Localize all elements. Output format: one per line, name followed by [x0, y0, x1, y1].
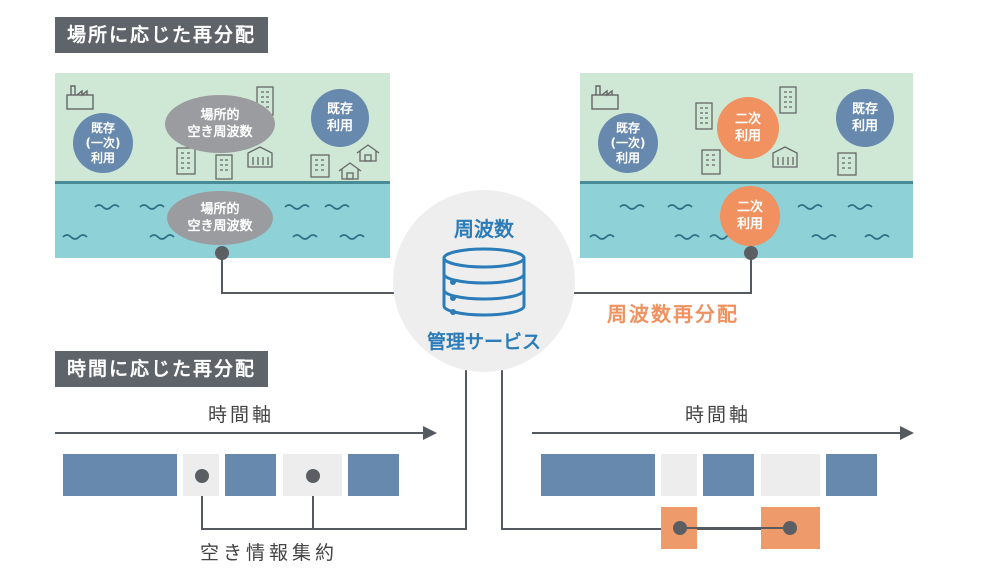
database-icon	[442, 247, 526, 317]
aggregation-label: 空き情報集約	[200, 542, 339, 564]
connector-line	[221, 258, 223, 294]
building-icon	[176, 147, 196, 175]
building-icon	[837, 152, 857, 176]
location-section-title: 場所に応じた再分配	[55, 17, 269, 53]
time-slot-free	[661, 454, 697, 496]
time-slot-free	[761, 454, 820, 496]
connection-dot	[744, 246, 758, 260]
connector-line	[679, 527, 791, 529]
connector-line	[465, 370, 467, 530]
time-slot-used	[348, 454, 399, 496]
office-building-icon	[247, 146, 273, 168]
time-slot-used	[225, 454, 276, 496]
connector-line	[570, 292, 752, 294]
existing-primary-use-bubble: 既存 (一次) 利用	[73, 113, 133, 173]
connector-line	[501, 370, 503, 530]
free-slot-dot	[306, 469, 320, 483]
office-building-icon	[772, 146, 798, 168]
factory-icon	[591, 85, 619, 110]
building-icon	[695, 102, 713, 130]
connector-line	[221, 292, 401, 294]
existing-use-bubble: 既存 利用	[311, 89, 369, 147]
time-slot-used	[826, 454, 877, 496]
house-icon	[338, 162, 362, 180]
house-icon	[356, 144, 380, 162]
connector-line	[201, 476, 203, 530]
shoreline	[55, 181, 390, 184]
time-axis-arrow	[532, 426, 914, 440]
connector-line	[312, 476, 314, 530]
sea-waves	[62, 204, 365, 240]
time-axis-label: 時間軸	[208, 404, 275, 426]
time-slot-used	[703, 454, 754, 496]
sea-waves	[589, 204, 890, 240]
spatial-free-frequency-land-bubble: 場所的 空き周波数	[165, 95, 275, 153]
secondary-slot-dot	[673, 521, 687, 535]
spatial-free-frequency-sea-bubble: 場所的 空き周波数	[167, 191, 273, 245]
left-map-panel: 既存 (一次) 利用 場所的 空き周波数 既存 利用 場所的 空き周波数	[55, 73, 390, 260]
secondary-slot-dot	[783, 521, 797, 535]
time-slot-used	[541, 454, 655, 496]
secondary-use-sea-bubble: 二次 利用	[720, 186, 780, 246]
secondary-use-land-bubble: 二次 利用	[717, 97, 779, 159]
time-section-title: 時間に応じた再分配	[55, 351, 269, 387]
connector-line	[501, 528, 791, 530]
time-slot-used	[63, 454, 177, 496]
building-icon	[701, 149, 721, 175]
right-map-panel: 既存 (一次) 利用 二次 利用 既存 利用 二次 利用	[580, 73, 913, 260]
building-icon	[215, 154, 233, 180]
free-slot-dot	[195, 469, 209, 483]
hub-title: 周波数	[454, 217, 514, 241]
time-axis-arrow	[55, 426, 437, 440]
existing-primary-use-bubble: 既存 (一次) 利用	[598, 113, 658, 173]
frequency-management-hub	[393, 190, 575, 372]
factory-icon	[66, 85, 94, 110]
connection-dot	[215, 246, 229, 260]
building-icon	[310, 154, 330, 178]
time-axis-label: 時間軸	[685, 404, 752, 426]
hub-subtitle: 管理サービス	[426, 331, 541, 353]
connector-line	[201, 528, 467, 530]
connector-line	[750, 258, 752, 294]
existing-use-bubble: 既存 利用	[836, 89, 894, 147]
frequency-redistribution-label: 周波数再分配	[607, 302, 739, 326]
building-icon	[779, 86, 797, 114]
shoreline	[580, 181, 913, 184]
